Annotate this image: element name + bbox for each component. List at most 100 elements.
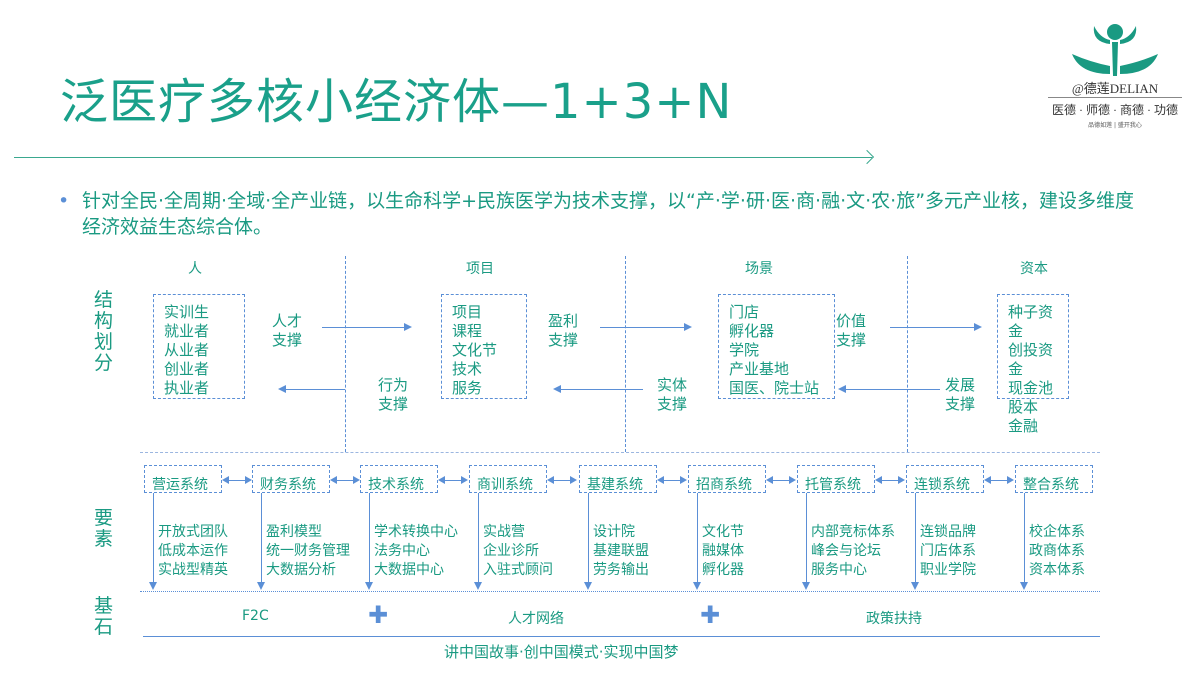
box-item: 现金池: [1008, 379, 1054, 397]
box-item: 创业者: [164, 360, 210, 378]
flow-label: 盈利支撑: [548, 312, 579, 349]
arrow-down-icon: [1020, 493, 1028, 590]
system-box: [688, 465, 766, 493]
box-item: 执业者: [164, 379, 210, 397]
double-arrow-icon: [875, 476, 905, 484]
foundation-talent-network: 人才网络: [508, 611, 564, 627]
system-name: 基建系统: [587, 477, 643, 493]
system-name: 营运系统: [152, 477, 208, 493]
arrow-down-icon: [584, 493, 592, 590]
box-item: 实训生: [164, 303, 210, 321]
box-item: 产业基地: [729, 360, 790, 378]
foundation-policy-support: 政策扶持: [866, 611, 922, 627]
flow-label: 实体支撑: [657, 376, 688, 413]
column-header-people: 人: [188, 261, 202, 277]
system-items: 校企体系政商体系资本体系: [1029, 523, 1085, 580]
box-item: 学院: [729, 341, 760, 359]
double-arrow-icon: [984, 476, 1014, 484]
bullet-point: • 针对全民·全周期·全域·全产业链，以生命科学+民族医学为技术支撑，以“产·学…: [58, 188, 1138, 240]
section-divider: [140, 452, 1100, 453]
slogan: 讲中国故事·创中国模式·实现中国梦: [444, 643, 679, 661]
logo: @德莲DELIAN 医德 · 师德 · 商德 · 功德 品德如莲 | 盛开我心: [1040, 18, 1190, 138]
box-item: 就业者: [164, 322, 210, 340]
box-item: 服务: [452, 379, 483, 397]
system-box: [252, 465, 330, 493]
system-item: 内部竞标体系: [811, 524, 895, 540]
system-box: [797, 465, 875, 493]
box-item: 孵化器: [729, 322, 775, 340]
box-item: 从业者: [164, 341, 210, 359]
system-item: 劳务输出: [593, 562, 649, 578]
system-items: 盈利模型统一财务管理大数据分析: [266, 523, 350, 580]
system-box: [469, 465, 547, 493]
system-item: 校企体系: [1029, 524, 1085, 540]
system-items: 实战营企业诊所入驻式顾问: [483, 523, 553, 580]
arrow-down-icon: [149, 493, 157, 590]
system-item: 实战营: [483, 524, 525, 540]
system-item: 开放式团队: [158, 524, 228, 540]
system-box: [1015, 465, 1093, 493]
plus-icon: ✚: [700, 601, 721, 629]
box-item: 课程: [452, 322, 483, 340]
arrow-down-icon: [911, 493, 919, 590]
system-item: 融媒体: [702, 543, 744, 559]
arrow-down-icon: [365, 493, 373, 590]
bullet-dot-icon: •: [58, 190, 70, 212]
system-items: 设计院基建联盟劳务输出: [593, 523, 649, 580]
slide-title: 泛医疗多核小经济体—1+3+N: [60, 74, 733, 130]
system-item: 设计院: [593, 524, 635, 540]
double-arrow-icon: [657, 476, 687, 484]
system-box: [906, 465, 984, 493]
system-items: 连锁品牌门店体系职业学院: [920, 523, 976, 580]
plus-icon: ✚: [368, 601, 389, 629]
system-box: [360, 465, 438, 493]
system-item: 实战型精英: [158, 562, 228, 578]
system-items: 学术转换中心法务中心大数据中心: [374, 523, 458, 580]
logo-brand: @德莲DELIAN: [1048, 78, 1182, 98]
arrow-right-icon: [890, 323, 982, 331]
column-divider: [345, 256, 346, 452]
system-name: 商训系统: [477, 477, 533, 493]
arrow-left-icon: [278, 385, 345, 393]
arrow-down-icon: [474, 493, 482, 590]
arrow-left-icon: [553, 385, 643, 393]
system-item: 学术转换中心: [374, 524, 458, 540]
system-item: 政商体系: [1029, 543, 1085, 559]
system-item: 峰会与论坛: [811, 543, 881, 559]
system-name: 招商系统: [696, 477, 752, 493]
bullet-text: 针对全民·全周期·全域·全产业链，以生命科学+民族医学为技术支撑，以“产·学·研…: [82, 190, 1135, 238]
system-item: 门店体系: [920, 543, 976, 559]
system-item: 盈利模型: [266, 524, 322, 540]
box-item: 股本: [1008, 398, 1039, 416]
logo-sub: 品德如莲 | 盛开我心: [1088, 122, 1142, 129]
arrow-down-icon: [257, 493, 265, 590]
column-header-scenes: 场景: [745, 261, 773, 277]
system-box: [144, 465, 222, 493]
dotted-divider: [140, 591, 1100, 592]
people-box: 实训生就业者从业者创业者执业者: [153, 294, 245, 399]
side-label-foundation: 基石: [94, 595, 114, 638]
system-name: 财务系统: [260, 477, 316, 493]
box-item: 项目: [452, 303, 483, 321]
system-item: 统一财务管理: [266, 543, 350, 559]
system-name: 整合系统: [1023, 477, 1079, 493]
system-item: 入驻式顾问: [483, 562, 553, 578]
double-arrow-icon: [547, 476, 577, 484]
system-item: 文化节: [702, 524, 744, 540]
box-item: 创投资金: [1008, 341, 1054, 378]
box-item: 金融: [1008, 417, 1039, 435]
flow-label: 人才支撑: [272, 312, 303, 349]
arrow-down-icon: [802, 493, 810, 590]
double-arrow-icon: [438, 476, 468, 484]
double-arrow-icon: [330, 476, 360, 484]
arrow-right-icon: [322, 323, 412, 331]
scenes-box: 门店孵化器学院产业基地国医、院士站: [718, 294, 835, 399]
system-item: 大数据中心: [374, 562, 444, 578]
column-header-projects: 项目: [466, 261, 494, 277]
box-item: 种子资金: [1008, 303, 1054, 340]
system-name: 技术系统: [368, 477, 424, 493]
system-item: 企业诊所: [483, 543, 539, 559]
double-arrow-icon: [766, 476, 796, 484]
system-item: 大数据分析: [266, 562, 336, 578]
side-label-elements: 要素: [94, 507, 114, 550]
